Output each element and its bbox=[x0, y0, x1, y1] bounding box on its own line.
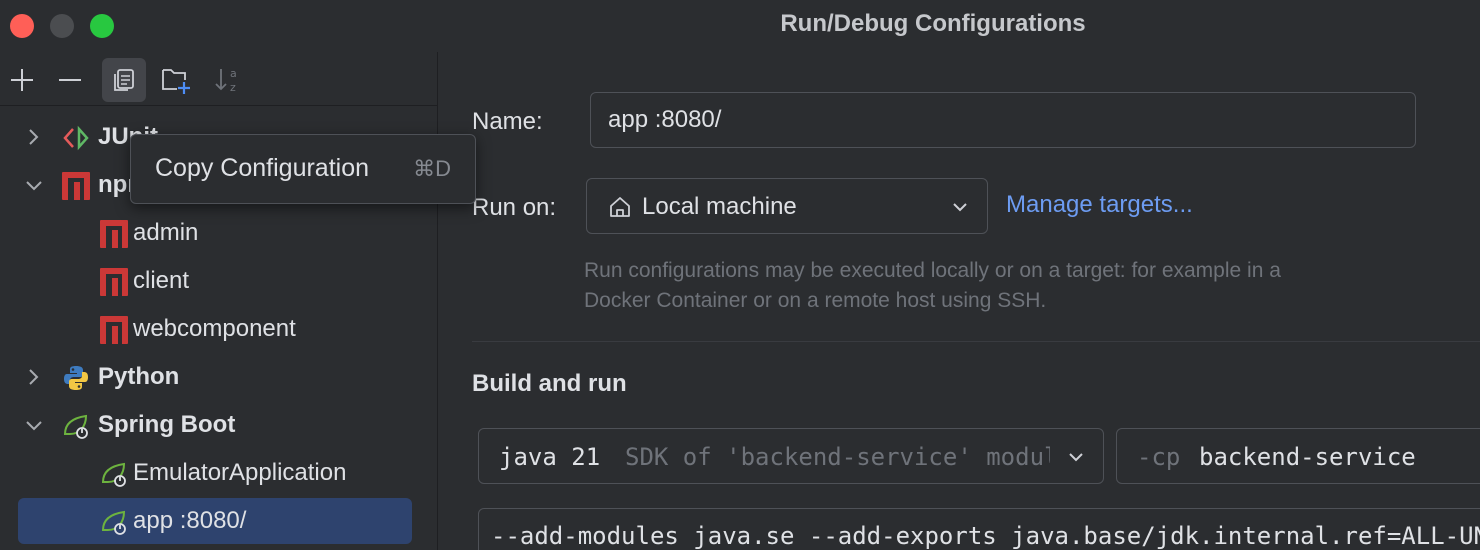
close-window-button[interactable] bbox=[10, 14, 34, 38]
add-configuration-button[interactable] bbox=[0, 58, 44, 102]
jdk-hint: SDK of 'backend-service' module bbox=[625, 443, 1050, 471]
vm-options-field[interactable]: --add-modules java.se --add-exports java… bbox=[478, 508, 1480, 550]
tree-item-emulator-application[interactable]: EmulatorApplication bbox=[0, 450, 437, 496]
chevron-right-icon bbox=[29, 369, 39, 385]
remove-icon bbox=[59, 79, 81, 81]
tree-item-label: app :8080/ bbox=[133, 507, 247, 534]
minimize-window-button[interactable] bbox=[50, 14, 74, 38]
new-folder-button[interactable] bbox=[154, 58, 198, 102]
name-field-value: app :8080/ bbox=[608, 106, 722, 133]
npm-icon bbox=[100, 316, 128, 344]
svg-text:z: z bbox=[230, 81, 236, 94]
copy-configuration-tooltip: Copy Configuration ⌘D bbox=[130, 134, 476, 204]
tree-item-client[interactable]: client bbox=[0, 258, 437, 304]
spring-boot-icon bbox=[101, 510, 126, 535]
npm-icon bbox=[62, 172, 90, 200]
remove-configuration-button[interactable] bbox=[48, 58, 92, 102]
sort-configurations-button[interactable]: a z bbox=[206, 58, 250, 102]
run-on-value: Local machine bbox=[642, 193, 797, 220]
chevron-down-icon bbox=[1069, 453, 1083, 462]
chevron-down-icon bbox=[26, 181, 42, 191]
manage-targets-link[interactable]: Manage targets... bbox=[1006, 191, 1193, 218]
copy-icon bbox=[114, 69, 134, 91]
tree-item-webcomponent[interactable]: webcomponent bbox=[0, 306, 437, 352]
tree-item-admin[interactable]: admin bbox=[0, 210, 437, 256]
classpath-value: backend-service bbox=[1199, 443, 1416, 471]
svg-text:a: a bbox=[230, 67, 237, 80]
copy-configuration-button[interactable] bbox=[102, 58, 146, 102]
configuration-editor: Name: app :8080/ Run on: Local machine M… bbox=[438, 52, 1480, 550]
configurations-sidebar: a z JUnit npm bbox=[0, 52, 437, 550]
run-on-label: Run on: bbox=[472, 194, 557, 221]
tree-item-label: admin bbox=[133, 219, 199, 246]
sidebar-toolbar: a z bbox=[0, 52, 437, 106]
tree-item-app-8080[interactable]: app :8080/ bbox=[18, 498, 412, 544]
chevron-right-icon bbox=[29, 129, 39, 145]
section-divider bbox=[472, 341, 1480, 342]
name-label: Name: bbox=[472, 108, 543, 135]
jdk-value: java 21 bbox=[499, 443, 601, 471]
title-bar: Run/Debug Configurations bbox=[0, 0, 1480, 52]
tree-item-label: Spring Boot bbox=[98, 411, 236, 438]
build-and-run-heading: Build and run bbox=[472, 370, 627, 397]
spring-boot-icon bbox=[63, 414, 88, 439]
spring-boot-icon bbox=[101, 462, 126, 487]
sort-icon: a z bbox=[215, 67, 237, 94]
tree-item-spring-boot[interactable]: Spring Boot bbox=[0, 402, 437, 448]
tree-item-label: client bbox=[133, 267, 190, 294]
tree-item-python[interactable]: Python bbox=[0, 354, 437, 400]
window-title: Run/Debug Configurations bbox=[780, 10, 1086, 37]
python-icon bbox=[64, 366, 88, 390]
classpath-prefix: -cp bbox=[1137, 443, 1181, 471]
run-on-dropdown[interactable]: Local machine bbox=[586, 178, 988, 234]
run-on-hint: Run configurations may be executed local… bbox=[584, 259, 1281, 312]
tree-item-label: Python bbox=[98, 363, 180, 390]
junit-icon bbox=[63, 125, 89, 151]
add-icon bbox=[11, 69, 33, 91]
tooltip-shortcut: ⌘D bbox=[413, 156, 451, 181]
tree-item-label: webcomponent bbox=[133, 315, 296, 342]
vm-options-value: --add-modules java.se --add-exports java… bbox=[491, 522, 1480, 550]
new-folder-icon bbox=[162, 69, 190, 94]
home-icon bbox=[610, 197, 630, 217]
jdk-dropdown[interactable]: java 21 SDK of 'backend-service' module bbox=[478, 428, 1104, 484]
zoom-window-button[interactable] bbox=[90, 14, 114, 38]
name-field[interactable]: app :8080/ bbox=[590, 92, 1416, 148]
chevron-down-icon bbox=[26, 421, 42, 431]
chevron-down-icon bbox=[953, 203, 967, 212]
tooltip-label: Copy Configuration bbox=[155, 154, 370, 182]
npm-icon bbox=[100, 268, 128, 296]
npm-icon bbox=[100, 220, 128, 248]
tree-item-label: EmulatorApplication bbox=[133, 459, 347, 486]
panel-divider[interactable] bbox=[437, 52, 438, 550]
classpath-dropdown[interactable]: -cp backend-service bbox=[1116, 428, 1480, 484]
